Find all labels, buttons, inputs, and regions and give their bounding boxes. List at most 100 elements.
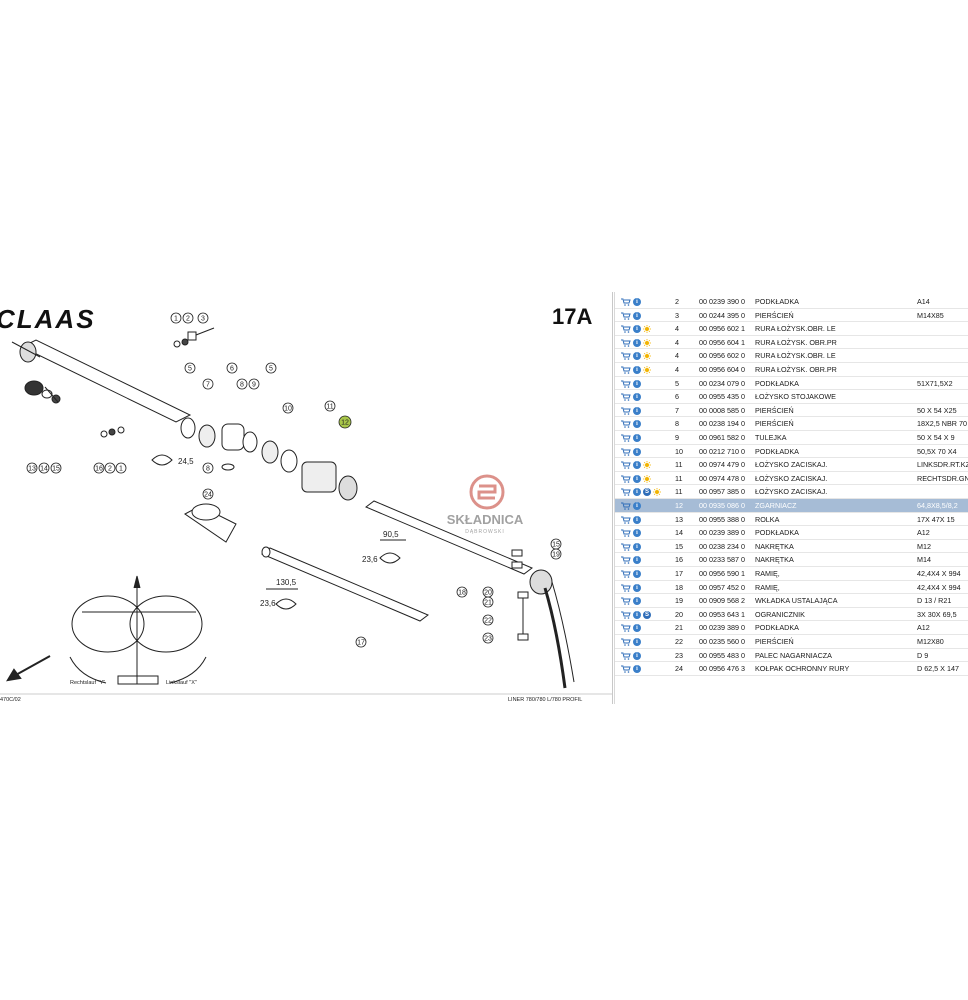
info-icon[interactable]: i: [633, 434, 641, 443]
info-icon[interactable]: i: [633, 366, 641, 375]
add-to-cart-icon[interactable]: [621, 295, 633, 308]
add-to-cart-icon[interactable]: [621, 485, 633, 498]
add-to-cart-icon[interactable]: [621, 553, 633, 566]
row-icons: i: [621, 336, 673, 349]
add-to-cart-icon[interactable]: [621, 513, 633, 526]
part-number: 00 0956 602 1: [699, 324, 745, 334]
info-icon[interactable]: i: [633, 597, 641, 606]
info-icon[interactable]: i: [633, 474, 641, 483]
info-icon[interactable]: i: [633, 583, 641, 592]
add-to-cart-icon[interactable]: [621, 621, 633, 634]
add-to-cart-icon[interactable]: [621, 567, 633, 580]
info-icon[interactable]: i: [633, 651, 641, 660]
info-icon[interactable]: i: [633, 542, 641, 551]
part-dimension: LINKSDR.RT.KZ: [917, 460, 968, 470]
add-to-cart-icon[interactable]: [621, 458, 633, 471]
add-to-cart-icon[interactable]: [621, 417, 633, 430]
info-icon[interactable]: i: [633, 406, 641, 415]
info-icon[interactable]: i: [633, 420, 641, 429]
add-to-cart-icon[interactable]: [621, 499, 633, 512]
add-to-cart-icon[interactable]: [621, 336, 633, 349]
highlighted-callout[interactable]: 12: [341, 420, 349, 427]
add-to-cart-icon[interactable]: [621, 349, 633, 362]
s-badge-icon[interactable]: S: [643, 610, 651, 619]
add-to-cart-icon[interactable]: [621, 635, 633, 648]
info-icon[interactable]: i: [633, 502, 641, 511]
add-to-cart-icon[interactable]: [621, 608, 633, 621]
info-icon[interactable]: i: [633, 665, 641, 674]
info-icon[interactable]: i: [633, 461, 641, 470]
info-icon[interactable]: i: [633, 529, 641, 538]
part-ref: 19: [675, 596, 683, 606]
add-to-cart-icon[interactable]: [621, 472, 633, 485]
row-icons: i: [621, 445, 673, 458]
add-to-cart-icon[interactable]: [621, 581, 633, 594]
add-to-cart-icon[interactable]: [621, 322, 633, 335]
part-dimension: 42,4X4 X 994: [917, 582, 961, 592]
add-to-cart-icon[interactable]: [621, 377, 633, 390]
add-to-cart-icon[interactable]: [621, 526, 633, 539]
add-to-cart-icon[interactable]: [621, 662, 633, 675]
s-badge-icon[interactable]: S: [643, 488, 651, 497]
info-icon[interactable]: i: [633, 556, 641, 565]
info-icon[interactable]: i: [633, 624, 641, 633]
info-icon[interactable]: i: [633, 311, 641, 320]
add-to-cart-icon[interactable]: [621, 540, 633, 553]
add-to-cart-icon[interactable]: [621, 431, 633, 444]
add-to-cart-icon[interactable]: [621, 445, 633, 458]
info-icon[interactable]: i: [633, 570, 641, 579]
info-icon[interactable]: i: [633, 638, 641, 647]
add-to-cart-icon[interactable]: [621, 649, 633, 662]
part-name: OGRANICZNIK: [755, 609, 805, 619]
rotation-label-right: Linkslauf "X": [166, 680, 197, 686]
info-icon[interactable]: i: [633, 352, 641, 361]
part-name: PIERŚCIEŃ: [755, 405, 794, 415]
info-icon[interactable]: i: [633, 488, 641, 497]
add-to-cart-icon[interactable]: [621, 309, 633, 322]
info-icon[interactable]: i: [633, 610, 641, 619]
part-name: PODKŁADKA: [755, 623, 799, 633]
callout: 8: [206, 466, 210, 473]
info-icon[interactable]: i: [633, 447, 641, 456]
info-icon[interactable]: i: [633, 379, 641, 388]
info-icon[interactable]: i: [633, 393, 641, 402]
add-to-cart-icon[interactable]: [621, 390, 633, 403]
add-to-cart-icon[interactable]: [621, 363, 633, 376]
info-icon[interactable]: i: [633, 298, 641, 307]
info-icon[interactable]: i: [633, 515, 641, 524]
add-to-cart-icon[interactable]: [621, 404, 633, 417]
info-icon[interactable]: i: [633, 325, 641, 334]
part-ref: 11: [675, 460, 683, 470]
info-icon[interactable]: i: [633, 338, 641, 347]
add-to-cart-icon[interactable]: [621, 594, 633, 607]
page-number: 17A: [552, 304, 592, 329]
